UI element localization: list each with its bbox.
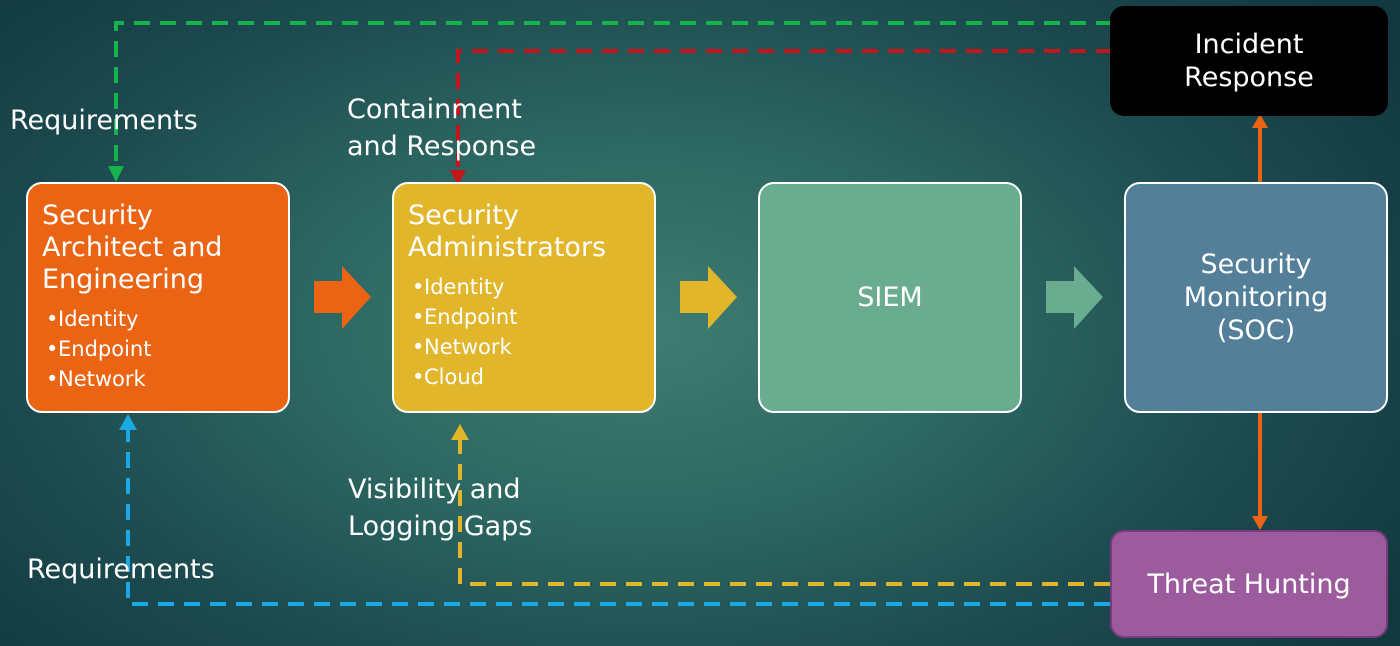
containment-label: Containment and Response [347,94,537,162]
arrow-admin-to-siem [680,266,737,329]
security-monitoring-title: Security Monitoring (SOC) [1183,249,1329,346]
threat-hunting-box: Threat Hunting [1110,530,1388,638]
arrow-siem-to-soc [1046,266,1103,329]
soc-to-threat-arrowhead [1252,516,1268,530]
siem-title: SIEM [857,282,923,313]
requirements-top-connector [114,21,1112,168]
list-item: •Endpoint [412,305,518,329]
security-administrators-box: Security Administrators •Identity •Endpo… [392,182,656,413]
list-item: •Cloud [412,365,484,389]
visibility-label: Visibility and Logging Gaps [348,474,533,542]
security-administrators-list: •Identity •Endpoint •Network •Cloud [408,272,640,392]
containment-connector [456,49,1112,172]
list-item: •Network [412,335,512,359]
requirements-top-arrowhead [108,166,124,182]
threat-hunting-title: Threat Hunting [1147,568,1351,600]
security-architect-title: Security Architect and Engineering [42,200,223,295]
requirements-bottom-arrowhead [119,414,137,430]
list-item: •Endpoint [46,337,152,361]
security-architect-box: Security Architect and Engineering •Iden… [26,182,290,413]
incident-response-title: Incident Response [1184,29,1314,93]
soc-to-incident-arrowhead [1252,114,1268,128]
list-item: •Identity [46,307,139,331]
visibility-arrowhead [451,424,469,440]
requirements-bottom-label: Requirements [27,554,215,585]
requirements-top-label: Requirements [10,105,198,136]
siem-box: SIEM [758,182,1022,413]
containment-arrowhead [450,170,466,186]
security-administrators-title: Security Administrators [408,200,607,263]
list-item: •Identity [412,275,505,299]
security-monitoring-box: Security Monitoring (SOC) [1124,182,1388,413]
security-architect-list: •Identity •Endpoint •Network [42,304,274,394]
visibility-connector [458,438,1110,586]
arrow-architect-to-admin [314,266,371,329]
incident-response-box: Incident Response [1110,6,1388,116]
requirements-bottom-connector [126,428,1110,606]
list-item: •Network [46,367,146,391]
